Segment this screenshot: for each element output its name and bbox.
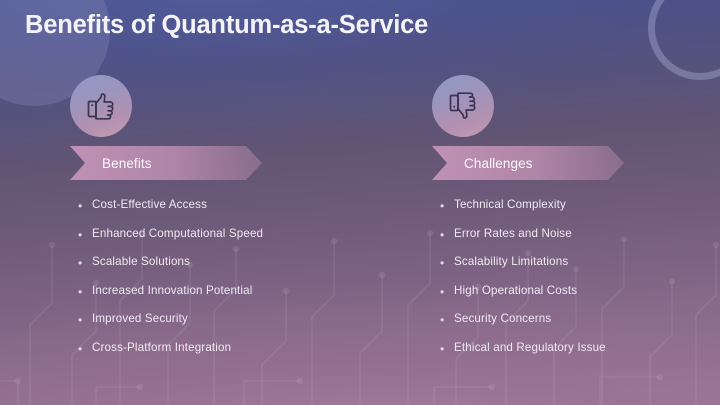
bullet-marker-icon: • (78, 256, 83, 271)
banner-shape (70, 146, 262, 180)
column-benefits: Benefits • Cost-Effective Access • Enhan… (58, 0, 388, 405)
list-item-label: Scalability Limitations (454, 255, 569, 269)
list-item: • Improved Security (78, 310, 388, 339)
bullet-marker-icon: • (78, 199, 83, 213)
page-title: Benefits of Quantum-as-a-Service (25, 11, 429, 39)
bullet-marker-icon: • (440, 313, 445, 328)
list-item-label: Enhanced Computational Speed (92, 226, 264, 240)
list-item-label: Cross-Platform Integration (92, 340, 232, 354)
list-item-label: Increased Innovation Potential (92, 283, 253, 297)
circuit-pattern-decoration (0, 229, 720, 405)
thumbs-up-icon (70, 75, 132, 137)
section-banner-label: Challenges (464, 155, 533, 171)
benefits-list: • Cost-Effective Access • Enhanced Compu… (78, 196, 388, 368)
list-item-label: Improved Security (92, 312, 188, 326)
list-item-label: Security Concerns (454, 312, 552, 326)
challenges-list: • Technical Complexity • Error Rates and… (440, 196, 720, 368)
list-item: • High Operational Costs (440, 282, 720, 311)
list-item-label: Scalable Solutions (92, 255, 191, 269)
list-item: • Scalable Solutions (78, 253, 388, 282)
bullet-marker-icon: • (440, 284, 445, 299)
bullet-marker-icon: • (440, 227, 445, 242)
list-item: • Cost-Effective Access (78, 196, 388, 225)
section-banner-challenges: Challenges (432, 146, 624, 180)
list-item: • Error Rates and Noise (440, 225, 720, 254)
list-item-label: Cost-Effective Access (92, 198, 208, 211)
list-item: • Security Concerns (440, 310, 720, 339)
bullet-marker-icon: • (440, 341, 445, 356)
thumbs-down-icon (432, 75, 494, 137)
bullet-marker-icon: • (440, 199, 445, 213)
list-item: • Technical Complexity (440, 196, 720, 225)
list-item: • Enhanced Computational Speed (78, 225, 388, 254)
list-item: • Ethical and Regulatory Issue (440, 339, 720, 368)
section-banner-label: Benefits (102, 155, 152, 171)
section-banner-benefits: Benefits (70, 146, 262, 180)
list-item-label: Ethical and Regulatory Issue (454, 340, 606, 354)
banner-shape (432, 146, 624, 180)
bullet-marker-icon: • (78, 227, 83, 242)
bullet-marker-icon: • (440, 256, 445, 271)
decorative-ring (648, 0, 720, 80)
list-item: • Scalability Limitations (440, 253, 720, 282)
bullet-marker-icon: • (78, 341, 83, 356)
column-challenges: Challenges • Technical Complexity • Erro… (420, 0, 720, 405)
list-item-label: High Operational Costs (454, 283, 578, 297)
bullet-marker-icon: • (78, 313, 83, 328)
bullet-marker-icon: • (78, 284, 83, 299)
list-item-label: Technical Complexity (454, 198, 566, 211)
list-item-label: Error Rates and Noise (454, 226, 572, 240)
list-item: • Increased Innovation Potential (78, 282, 388, 311)
list-item: • Cross-Platform Integration (78, 339, 388, 368)
